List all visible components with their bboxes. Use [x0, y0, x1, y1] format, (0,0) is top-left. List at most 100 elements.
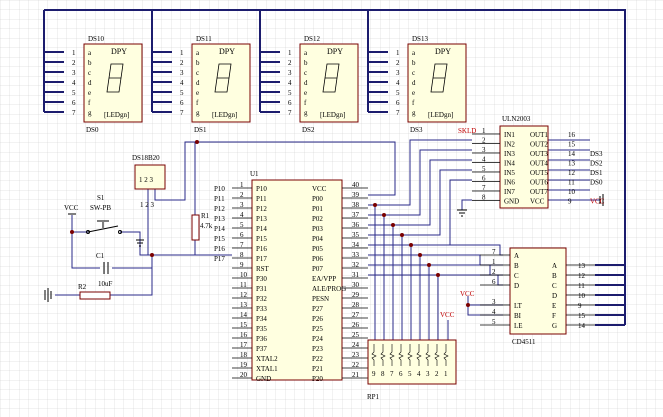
mcu-pin-number: 7 — [240, 241, 244, 249]
mcu-pin-signal: P02 — [312, 215, 323, 223]
mcu-pin-number: 16 — [240, 331, 248, 339]
mcu-pin-signal: P31 — [256, 285, 267, 293]
r2-ref: R2 — [78, 283, 87, 291]
uln-pin-signal: IN6 — [504, 179, 515, 187]
mcu-pin-signal: PESN — [312, 295, 329, 303]
uln-net-label: DS3 — [590, 150, 603, 158]
mcu-pin-number: 23 — [352, 351, 360, 359]
mcu-pin-number: 25 — [352, 331, 360, 339]
segment-letter: g — [412, 109, 416, 117]
uln-pin-signal: IN2 — [504, 141, 515, 149]
display-pin-number: 6 — [396, 99, 400, 107]
mcu-pin-number: 37 — [352, 211, 360, 219]
mcu-pin-signal: P10 — [256, 185, 267, 193]
display-type: DPY — [327, 47, 343, 56]
mcu-net-label: P10 — [214, 185, 225, 193]
cd-pin-signal: A — [514, 252, 519, 260]
mcu-net-label: P17 — [214, 255, 225, 263]
cd-pin-signal: BI — [514, 312, 522, 320]
mcu-pin-signal: EA/VPP — [312, 275, 336, 283]
display-part: [LEDgn] — [104, 111, 129, 119]
r1-value: 4.7k — [200, 222, 213, 230]
mcu-pin-signal: P27 — [312, 305, 323, 313]
cd-vcc-label: VCC — [460, 290, 475, 298]
mcu-pin-signal: P33 — [256, 305, 267, 313]
mcu-pin-signal: P16 — [256, 245, 267, 253]
mcu-pin-signal: P00 — [312, 195, 323, 203]
mcu-pin-signal: P11 — [256, 195, 267, 203]
mcu-pin-signal: ALE/PROG — [312, 285, 346, 293]
cd-pin-number: 7 — [492, 248, 496, 256]
mcu-net-label: P16 — [214, 245, 225, 253]
display-pin-number: 3 — [72, 69, 76, 77]
mcu-pin-signal: P05 — [312, 245, 323, 253]
mcu-pin-number: 31 — [352, 271, 360, 279]
cd-pin-signal: E — [552, 302, 556, 310]
mcu-pin-signal: P35 — [256, 325, 267, 333]
mcu-pin-number: 3 — [240, 201, 244, 209]
uln-pin-signal: OUT3 — [530, 150, 548, 158]
ds18b20-sensor: DS18B20 1 2 3 1 2 3 — [132, 154, 166, 209]
display-ref: DS11 — [196, 35, 212, 43]
s1-type: SW-PB — [90, 204, 111, 212]
display-pin-number: 5 — [288, 89, 292, 97]
uln-pin-signal: OUT5 — [530, 169, 548, 177]
cd-pin-number: 3 — [492, 298, 496, 306]
display-pin-number: 2 — [288, 59, 292, 67]
rp-pin-number: 9 — [372, 370, 376, 378]
mcu-ref: U1 — [250, 170, 259, 178]
display-ref: DS13 — [412, 35, 428, 43]
mcu-pin-number: 12 — [240, 291, 248, 299]
mcu-pin-number: 19 — [240, 361, 248, 369]
uln-net-label: DS0 — [590, 179, 603, 187]
segment-letter: f — [412, 99, 415, 107]
segment-letter: f — [304, 99, 307, 107]
mcu-pin-signal: P36 — [256, 335, 267, 343]
mcu-pin-number: 2 — [240, 191, 244, 199]
uln-pin-signal: OUT4 — [530, 160, 548, 168]
uln-pin-number: 9 — [568, 198, 572, 206]
segment-letter: d — [412, 79, 416, 87]
mcu-pin-signal: P22 — [312, 355, 323, 363]
rp-pin-number: 6 — [399, 370, 403, 378]
mcu-pin-number: 17 — [240, 341, 248, 349]
rp-vcc-label: VCC — [440, 311, 455, 319]
cd-pin-number: 14 — [578, 322, 586, 330]
segment-letter: f — [88, 99, 91, 107]
display-pin-number: 1 — [72, 49, 76, 57]
mcu-pin-number: 29 — [352, 291, 360, 299]
display-type: DPY — [219, 47, 235, 56]
resistor-r1: R1 4.7k — [191, 212, 213, 241]
display-pin-number: 3 — [288, 69, 292, 77]
uln-net-label: DS2 — [590, 160, 603, 168]
segment-letter: e — [196, 89, 199, 97]
cd-pin-number: 6 — [492, 278, 496, 286]
segment-letter: g — [196, 109, 200, 117]
segment-letter: d — [304, 79, 308, 87]
uln-pin-number: 6 — [482, 175, 486, 183]
uln-pin-number: 16 — [568, 131, 576, 139]
cd-pin-signal: B — [552, 272, 557, 280]
segment-letter: a — [196, 49, 200, 57]
cd-pin-signal: F — [552, 312, 556, 320]
mcu-pin-number: 6 — [240, 231, 244, 239]
cd-pin-signal: LE — [514, 322, 523, 330]
svg-text:1 2 3: 1 2 3 — [140, 201, 155, 209]
display-label: DS0 — [86, 126, 99, 134]
mcu-pin-number: 13 — [240, 301, 248, 309]
junction-dots — [70, 140, 470, 307]
segment-letter: e — [304, 89, 307, 97]
mcu-pin-signal: P26 — [312, 315, 323, 323]
segment-letter: b — [304, 59, 308, 67]
rp-pin-number: 3 — [426, 370, 430, 378]
uln-pin-number: 7 — [482, 184, 486, 192]
cd-pin-number: 13 — [578, 262, 586, 270]
cd-pin-signal: A — [552, 262, 557, 270]
uln-pin-number: 1 — [482, 127, 486, 135]
mcu-pin-number: 21 — [352, 371, 360, 379]
display-pin-number: 2 — [72, 59, 76, 67]
mcu-pin-signal: P13 — [256, 215, 267, 223]
ds18b20-label: DS18B20 — [132, 154, 160, 162]
segment-letter: g — [88, 109, 92, 117]
